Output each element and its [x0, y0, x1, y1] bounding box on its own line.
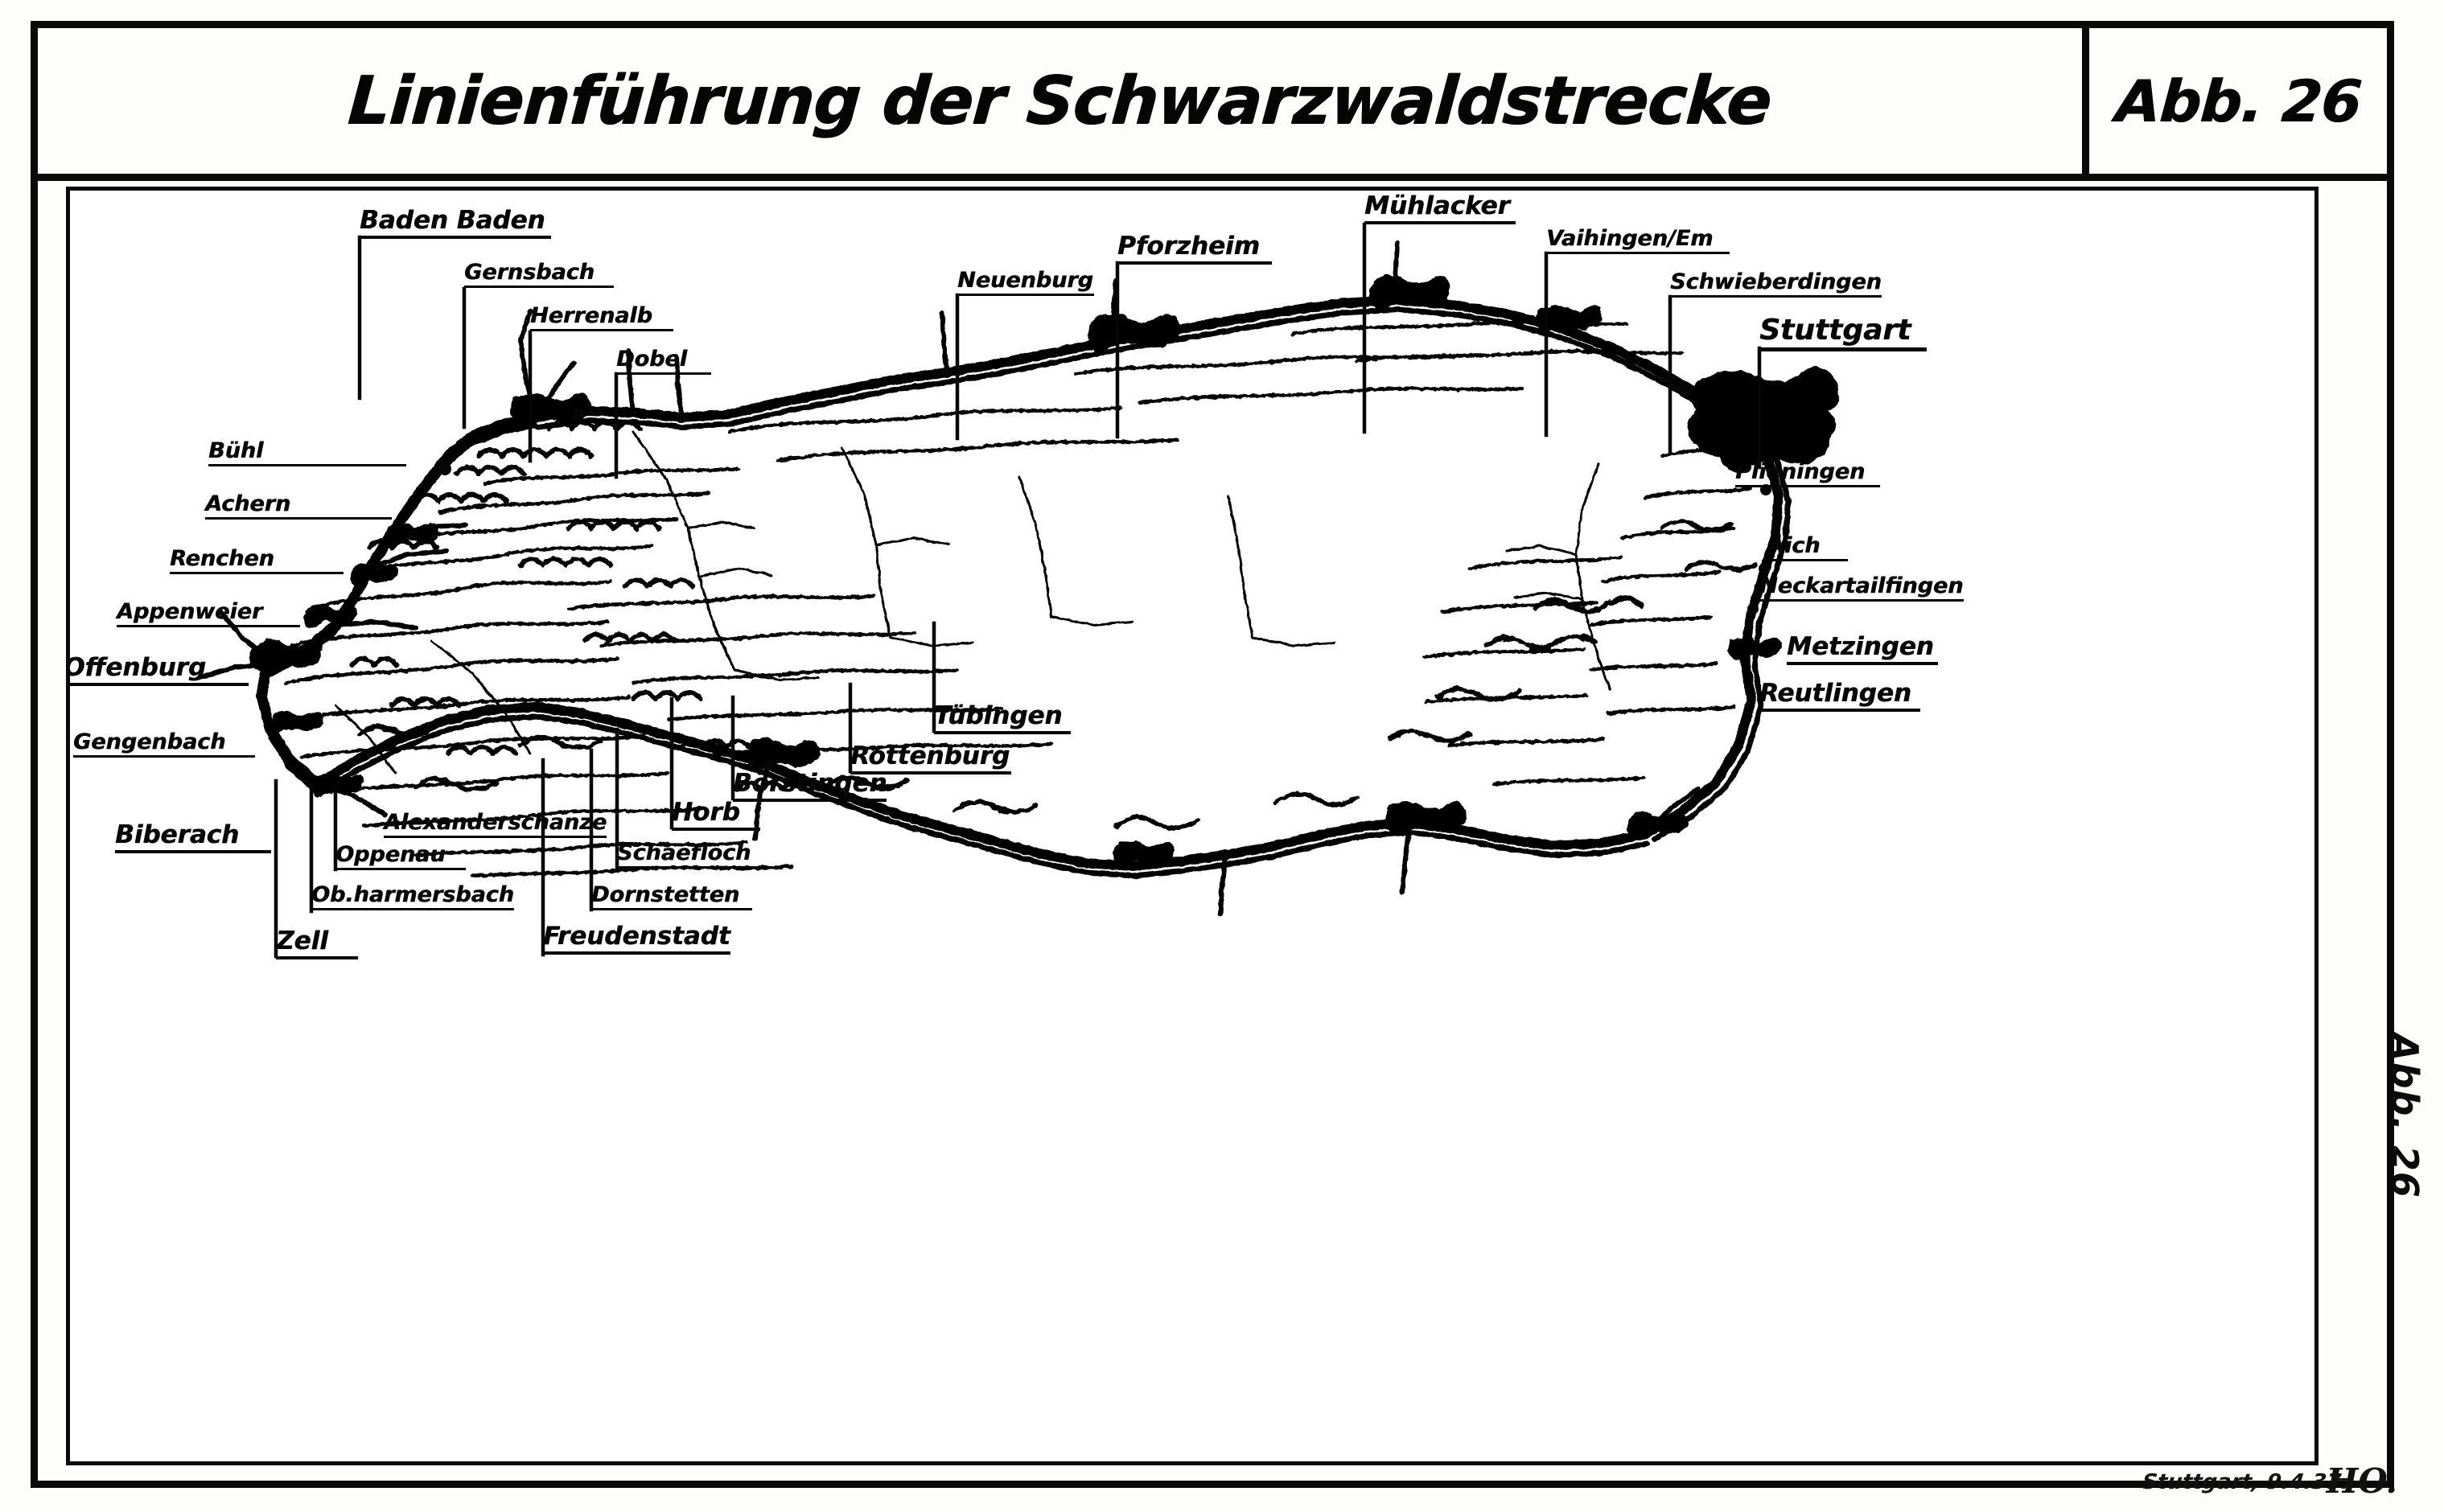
- city-label-text: Schwieberdingen: [1670, 269, 1882, 294]
- figure-number: Abb. 26: [2113, 67, 2364, 135]
- city-label-text: Reutlingen: [1759, 678, 1911, 708]
- city-label-text: Freudenstadt: [543, 922, 730, 951]
- city-label-renchen: Renchen: [169, 546, 344, 574]
- signature-place-date: Stuttgart, 9.4.37.: [2141, 1470, 2351, 1494]
- city-label-metzingen: Metzingen: [1787, 635, 1938, 665]
- city-label-rottenburg: Rottenburg: [850, 744, 1011, 774]
- signature-initials: HO.: [2326, 1461, 2397, 1501]
- figure-number-cell: Abb. 26: [2082, 28, 2387, 174]
- city-label-text: Gengenbach: [72, 729, 226, 754]
- city-label-text: Metzingen: [1787, 632, 1934, 661]
- city-label-text: Achern: [205, 491, 291, 516]
- city-label-text: Börstingen: [733, 769, 887, 798]
- city-label-text: Stuttgart: [1759, 314, 1911, 347]
- city-label-text: Offenburg: [66, 653, 207, 682]
- outer-frame: [31, 21, 2394, 1488]
- city-label-text: Horb: [672, 798, 740, 827]
- city-label-text: Aich: [1767, 533, 1821, 558]
- city-label-dornstetten: Dornstetten: [591, 884, 752, 910]
- city-label-text: Neuenburg: [957, 268, 1093, 293]
- city-label-text: Ob.harmersbach: [311, 882, 514, 907]
- city-label-gernsbach: Gernsbach: [463, 260, 614, 288]
- city-label-pforzheim: Pforzheim: [1117, 234, 1272, 265]
- title-cell: Linienführung der Schwarzwaldstrecke: [38, 28, 2082, 174]
- city-label-text: Gernsbach: [463, 260, 595, 285]
- city-label-buehl: Bühl: [208, 440, 406, 466]
- city-label-text: Renchen: [169, 546, 274, 571]
- city-label-text: Pforzheim: [1117, 232, 1260, 261]
- city-label-alexanderschanze: Alexanderschanze: [384, 811, 607, 838]
- city-label-text: Schaefloch: [617, 840, 751, 865]
- page-title: Linienführung der Schwarzwaldstrecke: [346, 63, 1774, 139]
- city-label-herrenalb: Herrenalb: [530, 305, 673, 331]
- city-label-vaihingen-enz: Vaihingen/Em: [1546, 228, 1730, 254]
- city-label-horb: Horb: [672, 800, 760, 831]
- city-label-achern: Achern: [205, 493, 392, 520]
- city-label-text: Neckartailfingen: [1759, 573, 1964, 598]
- city-label-gengenbach: Gengenbach: [72, 729, 255, 758]
- city-label-neuenburg: Neuenburg: [957, 269, 1094, 296]
- city-label-text: Herrenalb: [530, 303, 652, 328]
- city-label-text: Rottenburg: [850, 742, 1010, 770]
- city-label-text: Oppenau: [335, 842, 446, 867]
- city-label-text: Bühl: [208, 438, 264, 463]
- city-label-text: Dornstetten: [591, 882, 740, 907]
- city-label-biberach: Biberach: [114, 820, 271, 853]
- city-label-appenweier: Appenweier: [116, 599, 300, 627]
- city-label-text: Mühlacker: [1364, 191, 1510, 220]
- city-label-boerstingen: Börstingen: [733, 771, 887, 802]
- city-label-text: Plieningen: [1735, 459, 1866, 484]
- city-label-tuebingen: Tübingen: [934, 701, 1071, 734]
- city-label-stuttgart: Stuttgart: [1759, 316, 1927, 351]
- city-label-text: Biberach: [114, 820, 240, 849]
- city-label-freudenstadt: Freudenstadt: [543, 924, 730, 955]
- city-label-aich: Aich: [1767, 535, 1848, 561]
- city-label-text: Appenweier: [116, 599, 263, 624]
- city-label-ob-harmersbach: Ob.harmersbach: [311, 884, 514, 910]
- city-label-muehlacker: Mühlacker: [1364, 191, 1516, 224]
- city-label-text: Dobel: [616, 347, 687, 372]
- city-label-dobel: Dobel: [616, 348, 711, 375]
- title-bar: Linienführung der Schwarzwaldstrecke Abb…: [38, 28, 2387, 181]
- city-label-zell: Zell: [275, 927, 358, 959]
- city-label-text: Baden Baden: [360, 206, 545, 235]
- city-label-schwieberdingen: Schwieberdingen: [1670, 271, 1882, 298]
- city-label-offenburg: Offenburg: [66, 653, 249, 686]
- city-label-text: Alexanderschanze: [384, 810, 607, 835]
- city-label-plieningen: Plieningen: [1735, 461, 1880, 487]
- city-label-text: Tübingen: [934, 701, 1063, 730]
- city-label-text: Vaihingen/Em: [1546, 226, 1714, 251]
- relief-map-artwork: [196, 241, 1840, 917]
- city-label-schaefloch: Schaefloch: [617, 842, 765, 869]
- city-label-baden-baden: Baden Baden: [360, 208, 551, 239]
- margin-figure-number: Abb. 26: [2383, 1033, 2426, 1198]
- city-label-reutlingen: Reutlingen: [1759, 678, 1920, 712]
- city-label-oppenau: Oppenau: [335, 844, 466, 870]
- city-label-text: Zell: [275, 927, 328, 955]
- city-label-neckartailfingen: Neckartailfingen: [1759, 575, 1964, 602]
